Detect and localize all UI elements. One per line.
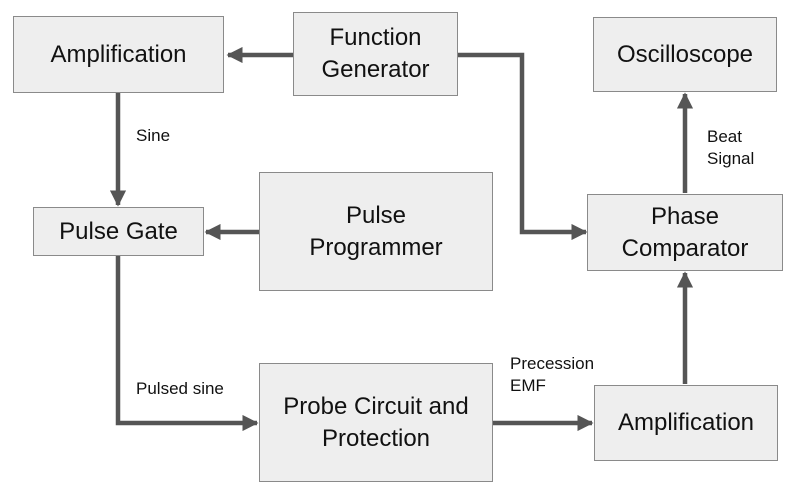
pulse-programmer-box: Pulse Programmer bbox=[259, 172, 493, 291]
oscilloscope-label: Oscilloscope bbox=[616, 40, 754, 68]
arrow-pulse-gate-to-probe bbox=[115, 256, 259, 432]
pulse-gate-label: Pulse Gate bbox=[59, 217, 178, 245]
function-generator-label-line1: Function bbox=[329, 24, 422, 51]
amplification-bottom-box: Amplification bbox=[594, 385, 778, 461]
probe-circuit-box: Probe Circuit and Protection bbox=[259, 363, 493, 482]
edge-label-beat-signal: Beat Signal bbox=[707, 126, 754, 170]
edge-label-beat-signal-line1: Beat bbox=[707, 127, 742, 146]
pulse-gate-box: Pulse Gate bbox=[33, 207, 204, 256]
pulse-programmer-label-line1: Pulse bbox=[345, 201, 407, 229]
amplification-top-box: Amplification bbox=[13, 16, 224, 93]
phase-comparator-box: Phase Comparator bbox=[587, 194, 783, 271]
edge-label-sine: Sine bbox=[136, 125, 170, 147]
pulse-programmer-label-line2: Programmer bbox=[309, 233, 443, 261]
amplification-bottom-label: Amplification bbox=[617, 409, 755, 436]
arrow-generator-to-comparator bbox=[458, 52, 588, 241]
edge-label-beat-signal-line2: Signal bbox=[707, 149, 755, 168]
probe-circuit-label-line2: Protection bbox=[321, 424, 431, 452]
function-generator-label-line2: Generator bbox=[321, 56, 430, 83]
edge-label-pulsed-sine-text: Pulsed sine bbox=[136, 379, 224, 398]
function-generator-box: Function Generator bbox=[293, 12, 458, 96]
probe-circuit-label-line1: Probe Circuit and bbox=[283, 392, 469, 420]
phase-comparator-label-line2: Comparator bbox=[621, 234, 749, 262]
edge-label-precession-emf: Precession EMF bbox=[510, 353, 594, 397]
edge-label-precession-emf-line2: EMF bbox=[510, 376, 546, 395]
phase-comparator-label-line1: Phase bbox=[650, 202, 720, 230]
oscilloscope-box: Oscilloscope bbox=[593, 17, 777, 92]
edge-label-pulsed-sine: Pulsed sine bbox=[136, 378, 224, 400]
amplification-top-label: Amplification bbox=[50, 40, 187, 68]
edge-label-sine-text: Sine bbox=[136, 126, 171, 145]
edge-label-precession-emf-line1: Precession bbox=[510, 354, 595, 373]
